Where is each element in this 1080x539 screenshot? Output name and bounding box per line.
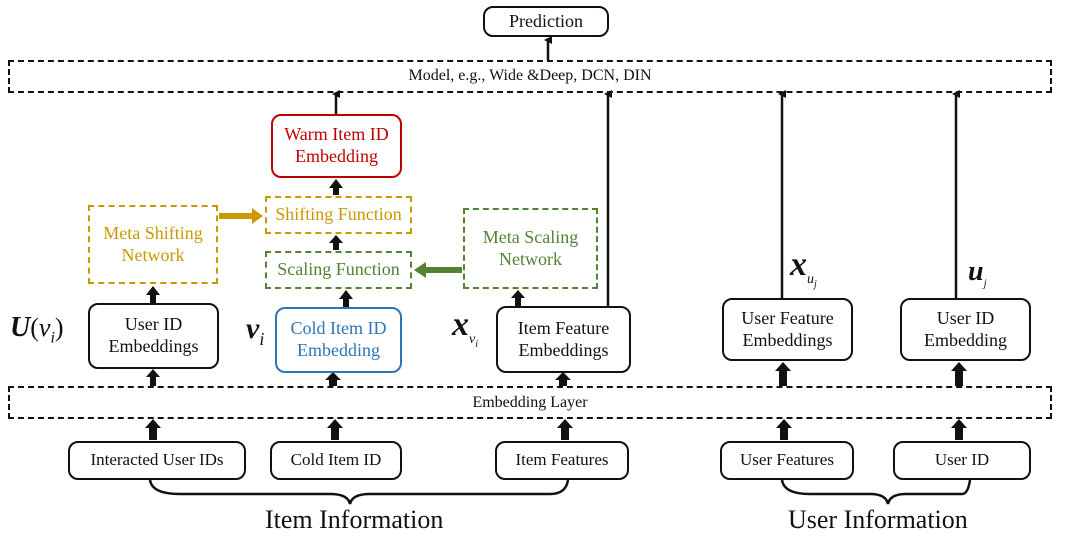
symbol-u-of-vi: U((vvi) — [10, 312, 64, 347]
meta-shifting-label-line2: Network — [121, 244, 185, 265]
item-feature-embeddings-box: Item Feature Embeddings — [496, 306, 631, 373]
user-id-label: User ID — [934, 450, 990, 470]
arrow-metashift-to-shifting — [219, 208, 263, 224]
thick-arrows — [145, 179, 967, 440]
symbol-v-sub: i — [259, 329, 265, 349]
symbol-x-user: x — [790, 246, 807, 283]
meta-shifting-network-box: Meta Shifting Network — [88, 205, 218, 284]
symbol-u-sub: j — [983, 277, 987, 290]
arrow-shifting-to-warm — [329, 179, 343, 195]
brace-user-information — [780, 479, 972, 505]
model-layer: Model, e.g., Wide &Deep, DCN, DIN — [8, 60, 1052, 93]
user-id-emb-line1: User ID — [936, 307, 995, 328]
arrow-emb-to-cold — [325, 372, 341, 386]
warm-item-id-embedding-box: Warm Item ID Embedding — [271, 114, 402, 178]
symbol-u: u — [968, 256, 984, 287]
input-item-features: Item Features — [495, 441, 629, 480]
symbol-uj: uj — [968, 256, 987, 290]
input-user-id: User ID — [893, 441, 1031, 480]
symbol-U-close: ) — [54, 313, 64, 342]
arrow-scaling-to-shifting — [329, 235, 343, 250]
arrow-emb-to-userfeat — [775, 362, 791, 386]
symbol-vi: vi — [246, 312, 264, 350]
cold-item-label-line2: Embedding — [297, 340, 380, 360]
warm-item-label-line1: Warm Item ID — [284, 124, 389, 145]
symbol-x-item: x — [452, 306, 469, 343]
user-feature-emb-line2: Embeddings — [742, 329, 833, 350]
symbol-x-user-subsub: j — [814, 278, 817, 290]
interacted-user-ids-label: Interacted User IDs — [90, 450, 224, 470]
arrow-in-userfeat — [776, 419, 792, 440]
user-feature-embeddings-box: User Feature Embeddings — [722, 298, 853, 361]
symbol-x-item-subsub: i — [475, 338, 478, 350]
scaling-function-label: Scaling Function — [277, 259, 400, 280]
symbol-x-vi: xvi — [452, 306, 478, 350]
user-id-embeddings-box: User ID Embeddings — [88, 303, 219, 369]
meta-shifting-label-line1: Meta Shifting — [103, 222, 203, 243]
item-feature-emb-line2: Embeddings — [518, 339, 609, 360]
brace-item-information — [148, 479, 570, 505]
arrow-emb-to-userid — [146, 369, 160, 386]
item-information-label: Item Information — [265, 505, 444, 534]
arrow-cold-to-scaling — [339, 290, 353, 307]
arrow-in-cold — [327, 419, 343, 440]
arrow-emb-to-itemfeat — [555, 372, 571, 386]
symbol-x-user-sub: u — [807, 271, 814, 287]
input-user-features: User Features — [720, 441, 854, 480]
scaling-function-box: Scaling Function — [265, 251, 412, 289]
symbol-U: U — [10, 312, 31, 343]
model-layer-label: Model, e.g., Wide &Deep, DCN, DIN — [408, 67, 652, 84]
cold-item-id-label: Cold Item ID — [290, 450, 382, 470]
symbol-x-uj: xuj — [790, 246, 817, 290]
arrow-in-interacted — [145, 419, 161, 440]
arrow-itemfeat-to-metascale — [511, 290, 525, 306]
user-information-label: User Information — [788, 505, 968, 534]
arrow-userid-to-metashift — [146, 286, 160, 303]
input-cold-item-id: Cold Item ID — [270, 441, 402, 480]
symbol-U-sub: i — [50, 329, 55, 347]
user-features-label: User Features — [740, 450, 834, 470]
cold-item-id-embedding-box: Cold Item ID Embedding — [275, 307, 402, 373]
embedding-layer: Embedding Layer — [8, 386, 1052, 419]
arrow-in-itemfeat — [557, 419, 573, 440]
cold-item-label-line1: Cold Item ID — [290, 318, 387, 339]
meta-scaling-label-line1: Meta Scaling — [482, 226, 579, 247]
user-id-embedding-box: User ID Embedding — [900, 298, 1031, 361]
embedding-layer-label: Embedding Layer — [472, 393, 588, 411]
arrow-in-userid — [951, 419, 967, 440]
shifting-function-label: Shifting Function — [275, 204, 402, 225]
warm-item-label-line2: Embedding — [294, 146, 378, 166]
item-features-label: Item Features — [515, 450, 609, 470]
user-id-embeddings-line1: User ID — [124, 314, 183, 335]
symbol-v: v — [246, 312, 260, 345]
arrow-metascale-to-scaling — [414, 262, 462, 278]
user-feature-emb-line1: User Feature — [741, 307, 834, 328]
user-id-emb-line2: Embedding — [924, 329, 1007, 350]
input-interacted-user-ids: Interacted User IDs — [68, 441, 246, 480]
meta-scaling-label-line2: Network — [499, 248, 562, 269]
prediction-box: Prediction — [483, 6, 609, 37]
item-feature-emb-line1: Item Feature — [517, 317, 610, 338]
user-id-embeddings-line2: Embeddings — [108, 336, 199, 356]
symbol-x-item-sub: v — [469, 331, 476, 347]
shifting-function-box: Shifting Function — [265, 196, 412, 234]
arrow-emb-to-userid2 — [951, 362, 967, 386]
prediction-label: Prediction — [509, 10, 583, 31]
meta-scaling-network-box: Meta Scaling Network — [463, 208, 598, 289]
